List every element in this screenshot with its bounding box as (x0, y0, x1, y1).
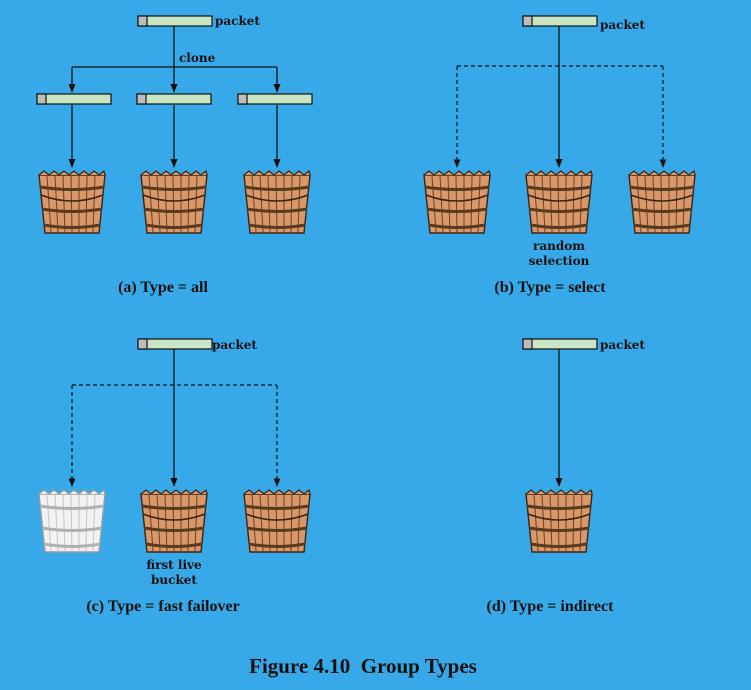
random-selection-label: selection (529, 254, 590, 268)
packet-label: packet (215, 14, 260, 28)
bucket-icon (37, 169, 107, 235)
caption-d: (d) Type = indirect (487, 598, 615, 615)
packet-icon (237, 93, 313, 105)
bucket-icon (627, 169, 697, 235)
failed-bucket-icon (37, 488, 107, 554)
panel-a: packet clone (a) Type = all (36, 14, 313, 296)
bucket-icon (422, 169, 492, 235)
bucket-icon (524, 169, 594, 235)
packet-icon (522, 15, 598, 27)
bucket-icon (524, 488, 594, 554)
figure-caption: Figure 4.10 Group Types (249, 654, 477, 678)
bucket-icon (242, 488, 312, 554)
packet-icon (36, 93, 112, 105)
packet-icon (137, 15, 213, 27)
panel-d: packet (d) Type = indirect (487, 338, 646, 615)
caption-b: (b) Type = select (494, 279, 606, 296)
panel-b: packet random selection (b) Type = selec… (422, 15, 697, 296)
caption-a: (a) Type = all (118, 279, 208, 296)
packet-icon (136, 93, 212, 105)
first-live-bucket-label: bucket (151, 573, 197, 587)
packet-label: packet (212, 338, 257, 352)
packet-label: packet (600, 338, 645, 352)
packet-icon (137, 338, 213, 350)
bucket-icon (139, 169, 209, 235)
clone-label: clone (179, 51, 216, 65)
random-selection-label: random (533, 239, 585, 253)
first-live-bucket-label: first live (146, 558, 202, 572)
bucket-icon (242, 169, 312, 235)
packet-label: packet (600, 18, 645, 32)
caption-c: (c) Type = fast failover (86, 598, 239, 615)
packet-icon (522, 338, 598, 350)
bucket-icon (139, 488, 209, 554)
panel-c: packet first live bucket (c) Type = fast… (37, 338, 312, 615)
